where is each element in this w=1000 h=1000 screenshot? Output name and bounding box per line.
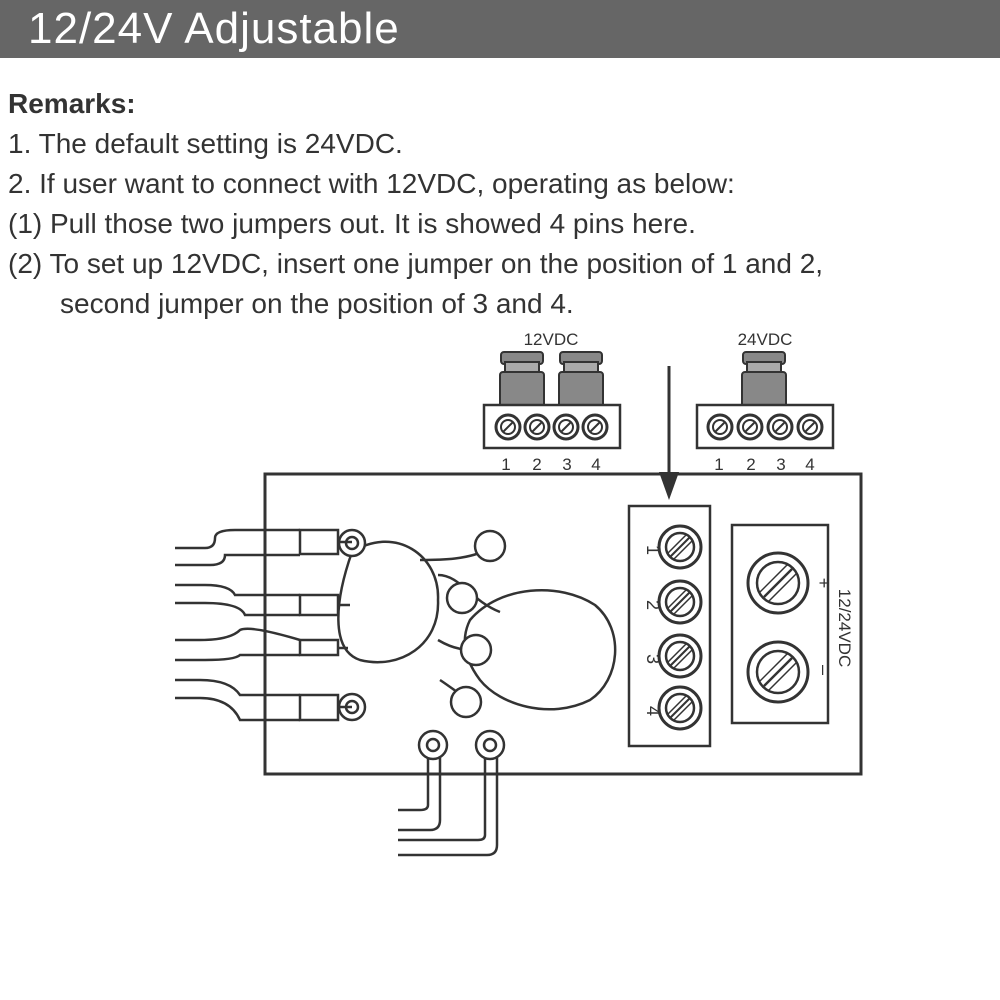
input-wires [175, 528, 352, 722]
power-board-outline [263, 472, 863, 776]
transformer [337, 540, 617, 711]
jumper-cap [741, 351, 787, 415]
jumper-24vdc-pin-2: 2 [746, 455, 755, 474]
output-minus-label: – [814, 665, 834, 675]
remark-line-2: 2. If user want to connect with 12VDC, o… [8, 168, 735, 199]
jumper-block-24vdc: 24VDC 1 2 3 4 [695, 330, 835, 474]
board-pin-3: 3 [643, 654, 663, 664]
jumper-block-12vdc: 12VDC 1 2 3 4 [482, 330, 622, 474]
output-voltage-label: 12/24VDC [835, 589, 854, 667]
jumper-12vdc-pin-4: 4 [591, 455, 600, 474]
output-wires [398, 729, 506, 857]
remark-line-5: second jumper on the position of 3 and 4… [60, 288, 574, 319]
jumper-12vdc-label: 12VDC [524, 330, 579, 349]
board-pin-2: 2 [643, 600, 663, 610]
board-terminal-block: 1 2 3 4 [627, 504, 712, 748]
remarks-section: Remarks: 1. The default setting is 24VDC… [8, 84, 993, 324]
jumper-24vdc-pin-4: 4 [805, 455, 814, 474]
remark-line-1: 1. The default setting is 24VDC. [8, 128, 403, 159]
remark-line-4: (2) To set up 12VDC, insert one jumper o… [8, 248, 824, 279]
jumper-cap [558, 351, 604, 415]
jumper-12vdc-pin-1: 1 [501, 455, 510, 474]
indicator-arrow [659, 366, 679, 500]
jumper-24vdc-pin-1: 1 [714, 455, 723, 474]
jumper-24vdc-pin-3: 3 [776, 455, 785, 474]
jumper-cap [499, 351, 545, 415]
output-plus-label: + [814, 578, 834, 589]
output-terminal-block: + – 12/24VDC [730, 523, 854, 725]
board-pin-1: 1 [643, 545, 663, 555]
remark-line-3: (1) Pull those two jumpers out. It is sh… [8, 208, 696, 239]
page-title: 12/24V Adjustable [28, 4, 400, 53]
remarks-heading: Remarks: [8, 88, 136, 119]
jumper-24vdc-label: 24VDC [738, 330, 793, 349]
header-bar: 12/24V Adjustable [0, 0, 1000, 58]
jumper-12vdc-pin-3: 3 [562, 455, 571, 474]
jumper-12vdc-pin-2: 2 [532, 455, 541, 474]
board-pin-4: 4 [643, 706, 663, 716]
